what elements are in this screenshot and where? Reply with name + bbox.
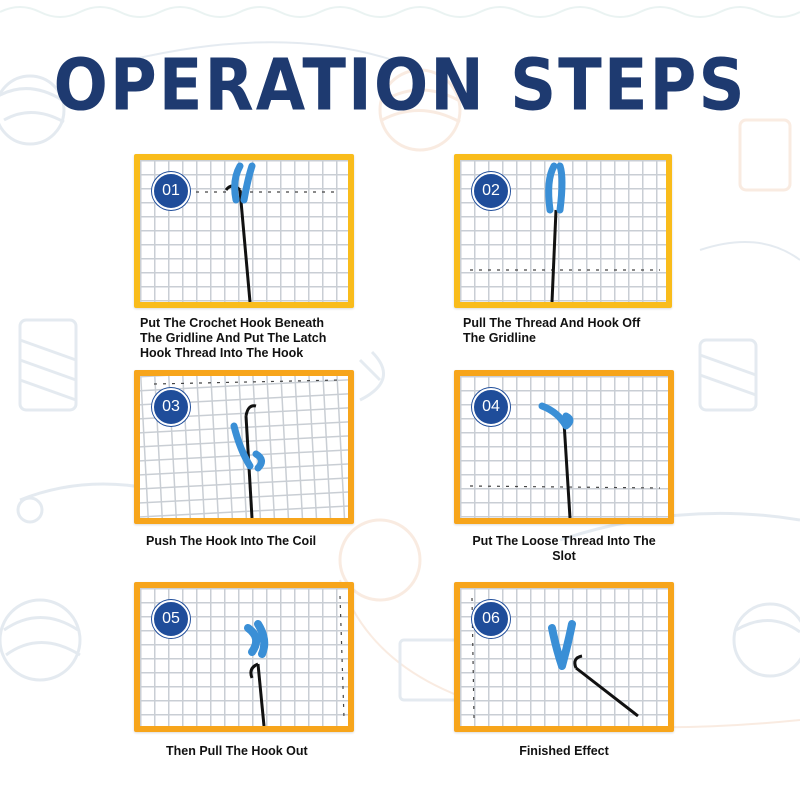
step-number-badge: 03 [152, 388, 190, 426]
thread-spool-icon [738, 118, 792, 192]
yarn-ball-icon [0, 598, 82, 682]
yarn-icon [548, 620, 576, 670]
crochet-hook-icon [550, 209, 558, 302]
yarn-icon [230, 422, 265, 472]
yarn-ball-icon [378, 68, 462, 152]
page-title: OPERATION STEPS [53, 44, 747, 128]
step-number-badge: 02 [472, 172, 510, 210]
step-03-caption: Push The Hook Into The Coil [146, 534, 317, 548]
step-number-badge: 06 [472, 600, 510, 638]
yarn-icon [545, 162, 566, 214]
step-06-photo: 06 [454, 582, 674, 732]
yarn-ball-icon [0, 74, 66, 146]
step-01-photo: 01 [134, 154, 354, 308]
thread-spool-icon [698, 338, 758, 412]
sewing-pin-icon [358, 350, 385, 402]
step-01-caption: Put The Crochet Hook Beneath The Gridlin… [140, 316, 327, 360]
step-number-badge: 04 [472, 388, 510, 426]
step-05-photo: 05 [134, 582, 354, 732]
step-number-badge: 05 [152, 600, 190, 638]
step-05-caption: Then Pull The Hook Out [166, 744, 308, 758]
step-number-badge: 01 [152, 172, 190, 210]
step-02-caption: Pull The Thread And Hook Off The Gridlin… [463, 316, 641, 345]
step-03-photo: 03 [134, 370, 354, 524]
crochet-hook-icon [256, 663, 266, 726]
yarn-ball-icon [338, 518, 422, 602]
step-02-photo: 02 [454, 154, 672, 308]
yarn-icon [231, 162, 256, 204]
step-06-caption: Finished Effect [519, 744, 609, 758]
step-04-caption: Put The Loose Thread Into The Slot [472, 534, 656, 563]
yarn-ball-icon [732, 602, 800, 678]
step-04-photo: 04 [454, 370, 674, 524]
yarn-icon [538, 402, 574, 430]
yarn-icon [244, 620, 269, 658]
crochet-hook-icon [562, 421, 572, 518]
thread-spool-icon [18, 318, 78, 412]
crochet-hook-icon [575, 666, 639, 718]
